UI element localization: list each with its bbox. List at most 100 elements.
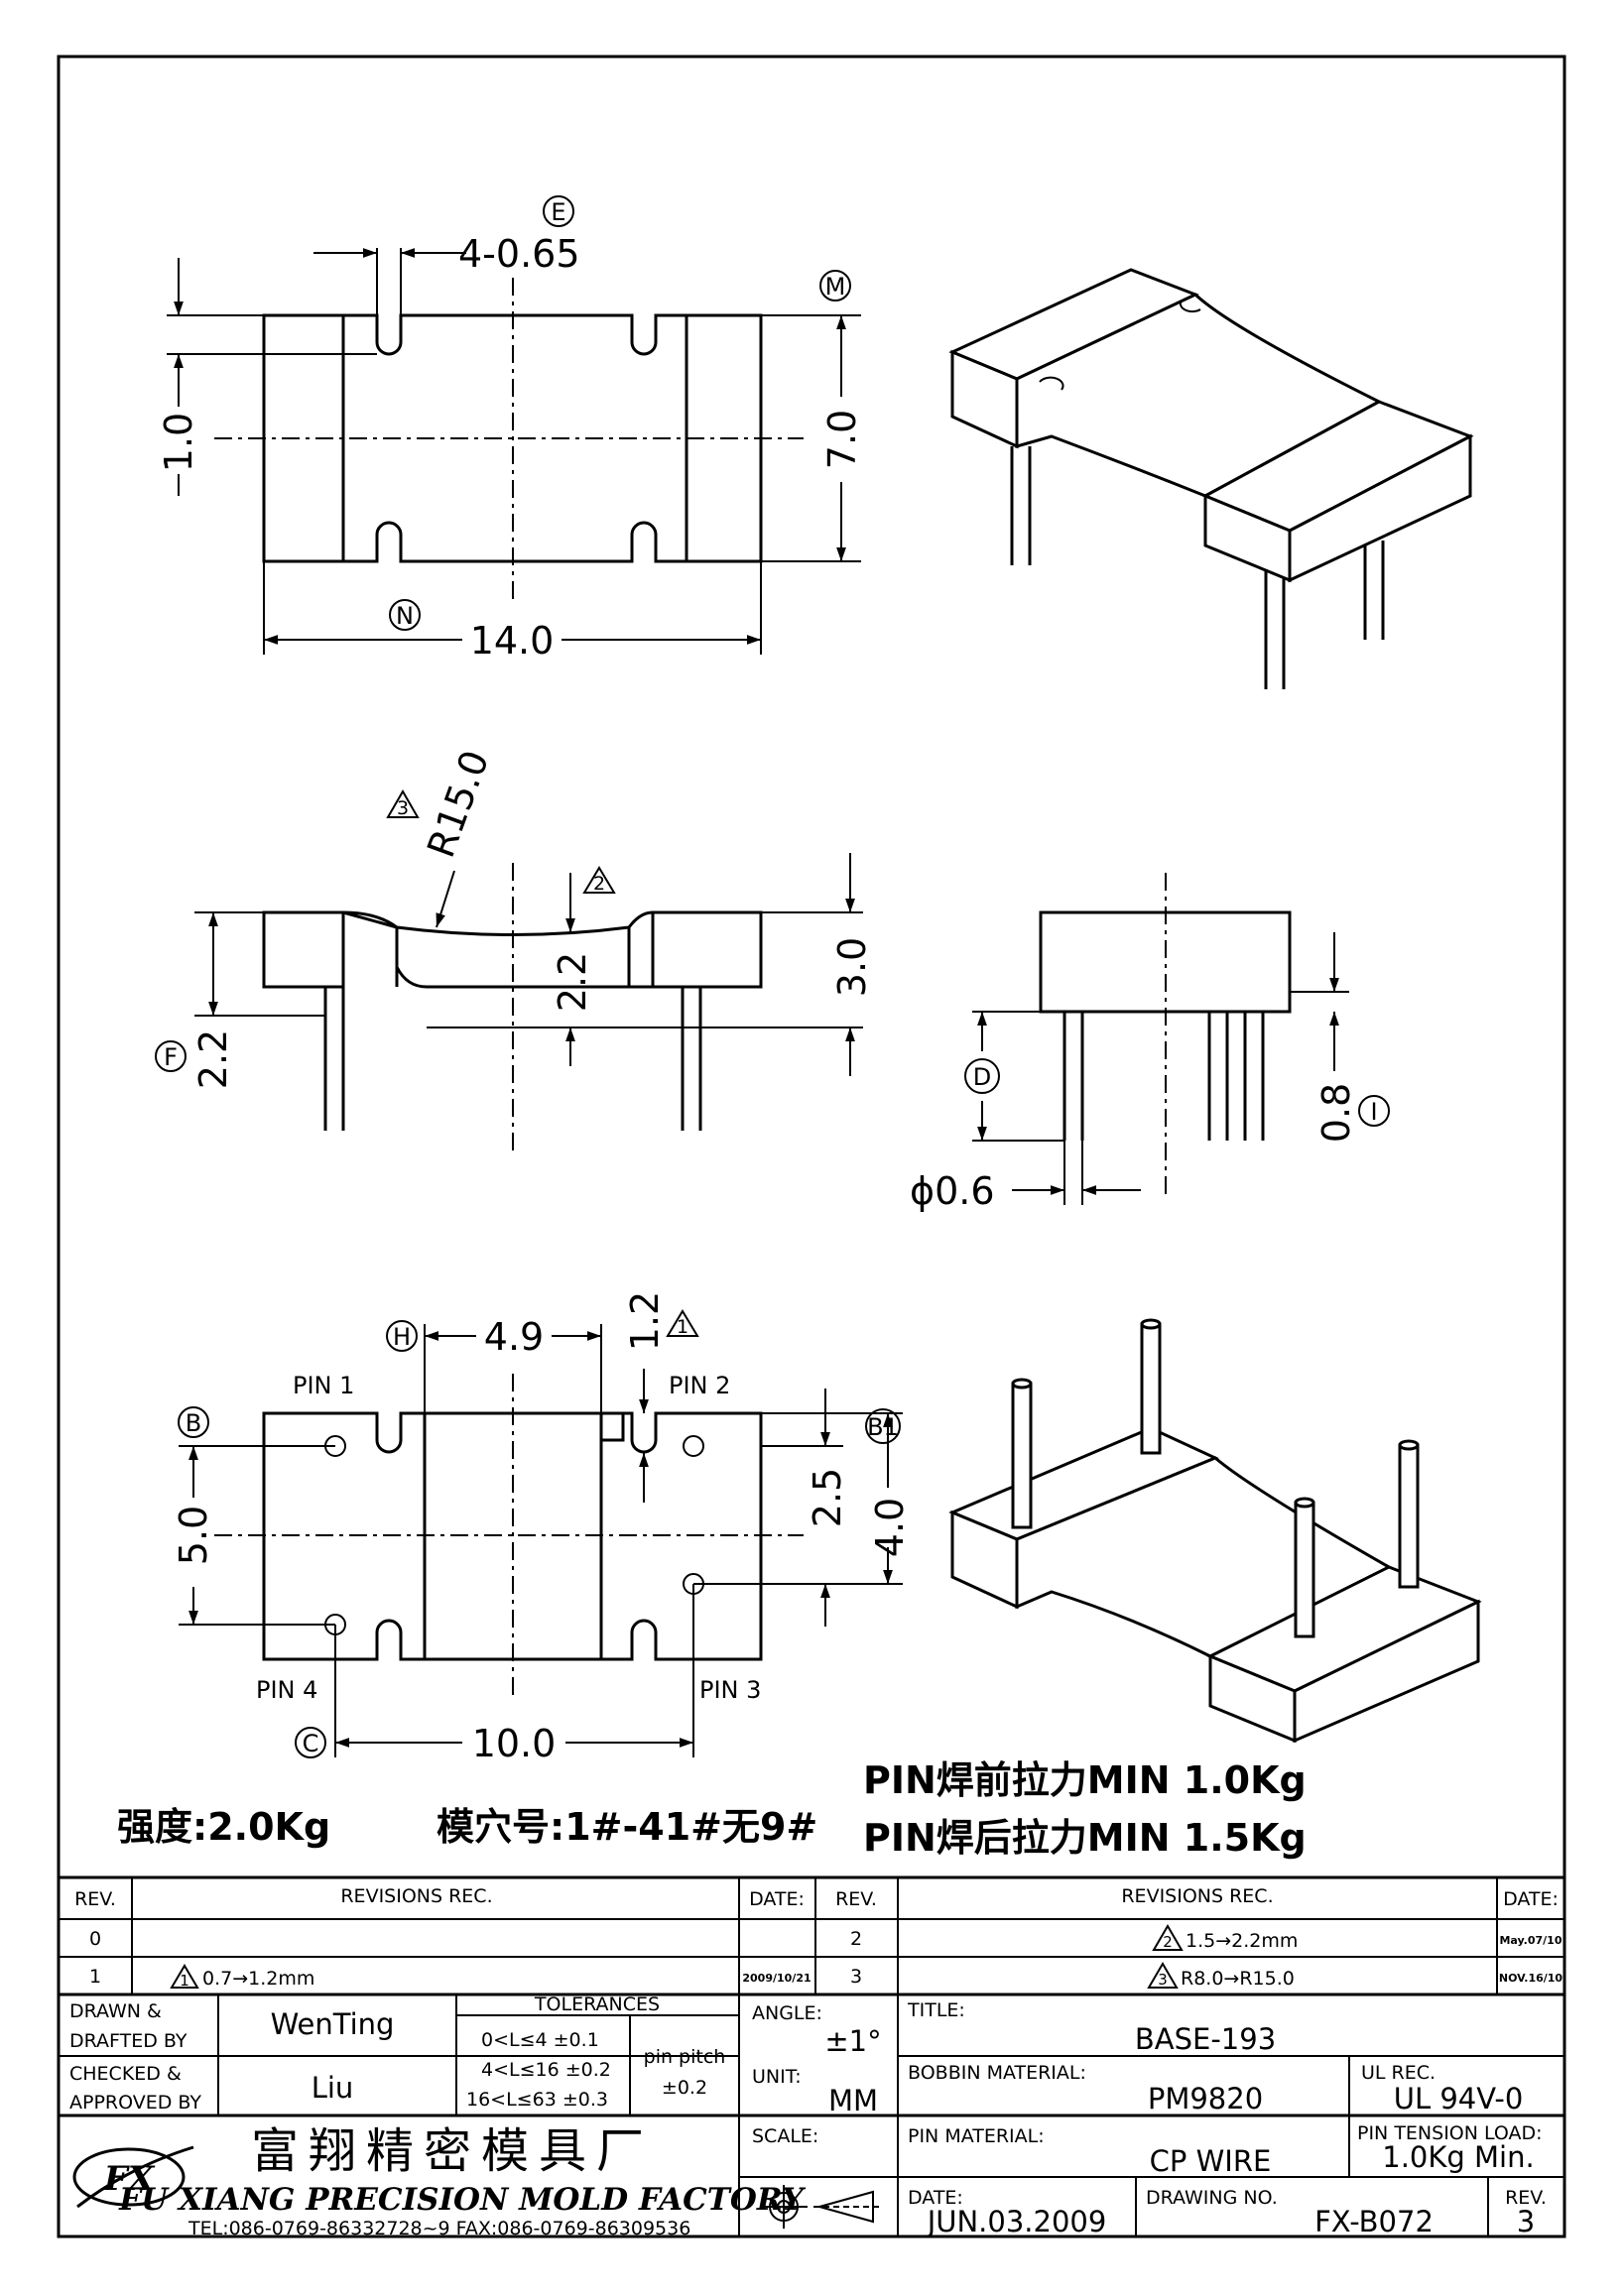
scale-label: SCALE: — [752, 2125, 818, 2147]
rev-row-2-rec: 1.5→2.2mm — [1186, 1930, 1298, 1952]
rev-row-3-mark: 3 — [1158, 1971, 1168, 1989]
dim-end-height: 2.2 — [191, 1029, 235, 1089]
drawn-label-1: DRAWN & — [69, 2000, 162, 2022]
pin-tension-label: PIN TENSION LOAD: — [1357, 2122, 1543, 2144]
datum-h: H — [393, 1323, 411, 1351]
rev-row-3-rec: R8.0→R15.0 — [1181, 1968, 1295, 1990]
datum-i: I — [1370, 1098, 1377, 1126]
rev-row-1-date: 2009/10/21 — [742, 1972, 811, 1985]
pin-pitch-label: pin pitch — [644, 2046, 726, 2068]
rev-row-2-mark: 2 — [1163, 1933, 1173, 1951]
bottom-view: PIN 1 PIN 2 PIN 4 PIN 3 4.9 H 1.2 1 5.0 … — [172, 1291, 912, 1765]
note-pull-after: PIN焊后拉力MIN 1.5Kg — [863, 1816, 1307, 1860]
date-header-left: DATE: — [749, 1888, 805, 1910]
company-name-cn: 富翔精密模具厂 — [251, 2123, 654, 2179]
bobbin-label: BOBBIN MATERIAL: — [908, 2062, 1086, 2084]
dim-pin-diameter: ϕ0.6 — [910, 1169, 995, 1213]
date-value: JUN.03.2009 — [926, 2205, 1107, 2238]
unit-label: UNIT: — [752, 2066, 802, 2088]
rev-label: REV. — [1505, 2187, 1547, 2209]
dim-slot-width: 4-0.65 — [458, 232, 580, 276]
drawn-label-2: DRAFTED BY — [69, 2030, 187, 2052]
rev-mark-1: 1 — [677, 1316, 688, 1338]
rev-row-2: 2 — [850, 1928, 862, 1950]
dim-radius: R15.0 — [419, 745, 497, 863]
dim-25: 2.5 — [806, 1468, 849, 1527]
note-strength: 强度:2.0Kg — [117, 1805, 330, 1849]
tol-row-3: 16<L≤63 ±0.3 — [466, 2089, 608, 2111]
checked-by: Liu — [312, 2071, 354, 2105]
datum-n: N — [396, 602, 414, 630]
dim-total-height: 3.0 — [830, 937, 874, 997]
dim-pin-pitch-x: 4.9 — [484, 1315, 544, 1359]
datum-b: B — [186, 1409, 201, 1437]
iso-view-top — [948, 268, 1474, 689]
datum-d: D — [973, 1063, 991, 1091]
dim-slot-depth: 1.0 — [157, 413, 200, 472]
note-pull-before: PIN焊前拉力MIN 1.0Kg — [863, 1758, 1307, 1802]
rev-mark-2: 2 — [593, 873, 605, 895]
drawing-no-value: FX-B072 — [1314, 2205, 1434, 2238]
datum-b1: B1 — [867, 1413, 899, 1441]
pin-3-label: PIN 3 — [699, 1676, 761, 1704]
title-value: BASE-193 — [1135, 2022, 1276, 2056]
unit-value: MM — [828, 2084, 878, 2117]
dim-slot: 1.2 — [623, 1291, 667, 1351]
rev-row-2-date: May.07/10 — [1499, 1934, 1562, 1947]
side-view: 3 R15.0 2 2.2 3.0 2.2 F — [155, 745, 874, 1150]
tolerances-label: TOLERANCES — [534, 1994, 660, 2015]
pin-4-label: PIN 4 — [256, 1676, 317, 1704]
ul-value: UL 94V-0 — [1394, 2082, 1524, 2115]
pin-1-label: PIN 1 — [293, 1372, 354, 1399]
pin-material-value: CP WIRE — [1150, 2144, 1272, 2178]
datum-f: F — [164, 1043, 178, 1071]
angle-label: ANGLE: — [752, 2002, 822, 2024]
dim-length: 14.0 — [470, 619, 555, 663]
rev-row-3-date: NOV.16/10 — [1499, 1972, 1563, 1985]
rev-value: 3 — [1517, 2205, 1535, 2238]
top-view: E 4-0.65 7.0 M 1.0 14.0 N — [157, 195, 864, 663]
dim-40: 4.0 — [868, 1498, 912, 1557]
tol-row-2: 4<L≤16 ±0.2 — [481, 2059, 611, 2081]
projection-symbol — [760, 2185, 883, 2229]
rev-row-3: 3 — [850, 1966, 862, 1988]
rev-row-1-mark: 1 — [180, 1972, 189, 1990]
rev-mark-3: 3 — [397, 797, 409, 819]
iso-view-bottom — [948, 1318, 1482, 1744]
dim-standoff: 0.8 — [1314, 1083, 1358, 1143]
pin-pitch-value: ±0.2 — [662, 2077, 707, 2099]
ul-label: UL REC. — [1361, 2062, 1436, 2084]
sheet-border — [57, 55, 1566, 2238]
checked-label-2: APPROVED BY — [69, 2092, 201, 2114]
rev-header-right: REV. — [835, 1888, 877, 1910]
angle-value: ±1° — [824, 2024, 881, 2058]
title-label: TITLE: — [907, 1999, 965, 2021]
rec-header-right: REVISIONS REC. — [1121, 1885, 1273, 1907]
datum-c: C — [303, 1730, 319, 1757]
company-contact: TEL:086-0769-86332728~9 FAX:086-0769-863… — [187, 2218, 690, 2239]
logo-text: FX — [103, 2159, 156, 2199]
company-name-en: FU XIANG PRECISION MOLD FACTORY — [118, 2182, 807, 2218]
dim-pin-span-x: 10.0 — [472, 1722, 557, 1765]
pin-material-label: PIN MATERIAL: — [908, 2125, 1045, 2147]
dim-height: 7.0 — [820, 410, 864, 469]
pin-2-label: PIN 2 — [669, 1372, 730, 1399]
rec-header-left: REVISIONS REC. — [340, 1885, 492, 1907]
bobbin-value: PM9820 — [1148, 2082, 1263, 2115]
company-logo: FX — [72, 2145, 194, 2209]
drawn-by: WenTing — [271, 2007, 395, 2041]
date-header-right: DATE: — [1503, 1888, 1559, 1910]
dim-depth: 2.2 — [551, 952, 594, 1012]
rev-row-1: 1 — [89, 1966, 101, 1988]
pin-tension-value: 1.0Kg Min. — [1382, 2140, 1534, 2174]
dim-pin-span-y: 5.0 — [172, 1506, 215, 1565]
rev-header-left: REV. — [74, 1888, 116, 1910]
datum-m: M — [825, 273, 846, 301]
note-cavity: 模穴号:1#-41#无9# — [437, 1805, 817, 1849]
date-label: DATE: — [908, 2187, 963, 2209]
title-block: DRAWN & DRAFTED BY WenTing CHECKED & APP… — [59, 1994, 1564, 2239]
rev-row-0: 0 — [89, 1928, 101, 1950]
revision-table: REV. REVISIONS REC. DATE: REV. REVISIONS… — [59, 1875, 1564, 1996]
checked-label-1: CHECKED & — [69, 2063, 182, 2085]
